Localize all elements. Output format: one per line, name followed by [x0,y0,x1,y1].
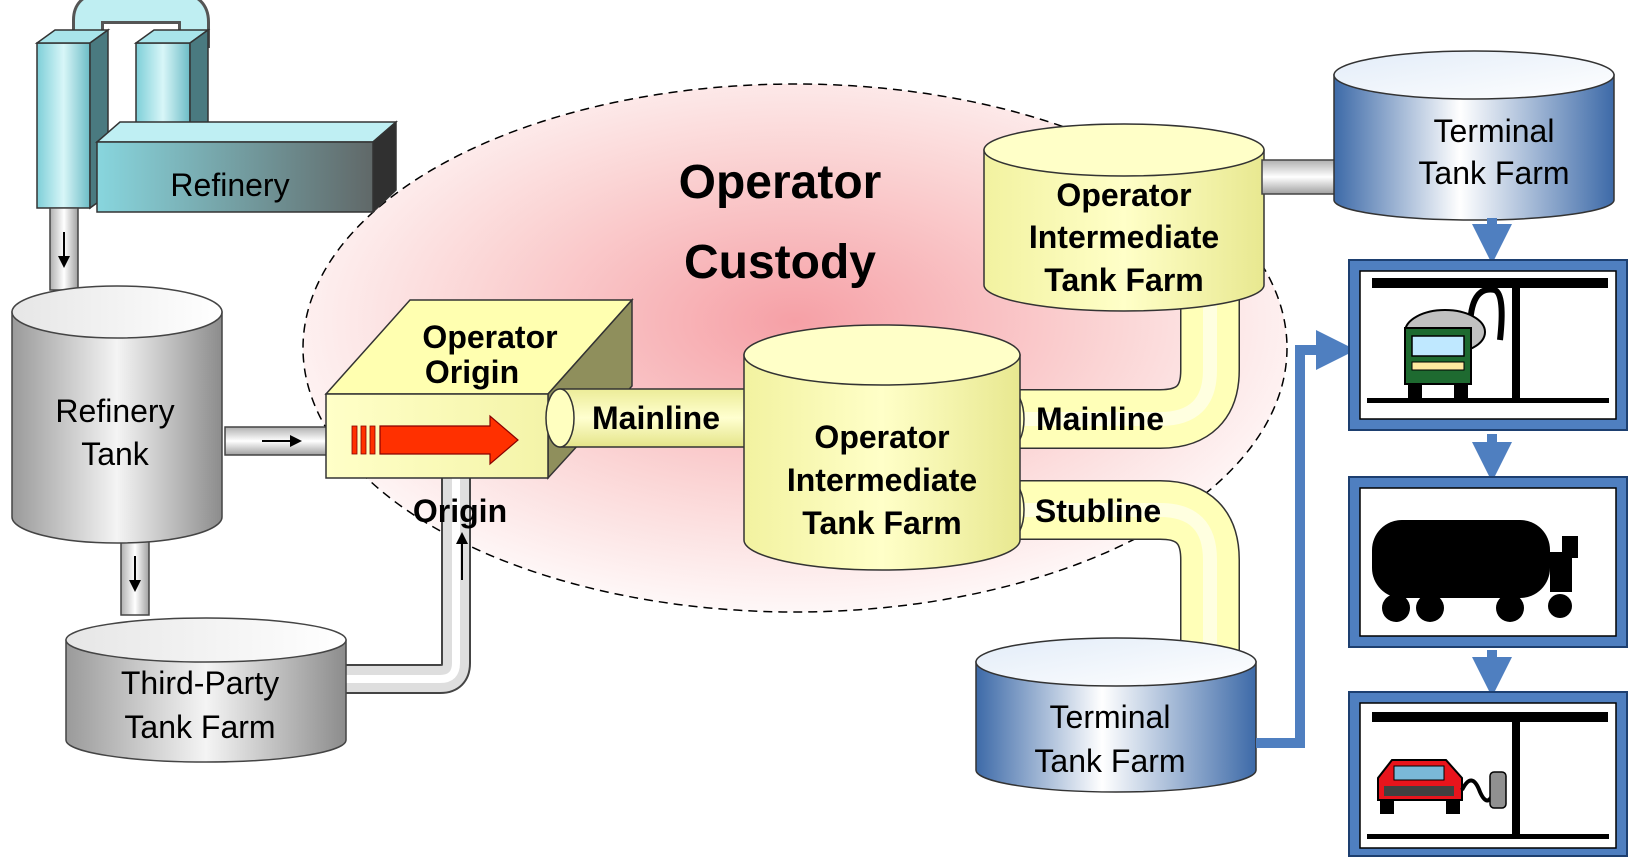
tanker-truck-icon [1348,476,1628,648]
mainline-1-label: Mainline [592,400,720,436]
flow-arrow-down-icon [58,232,70,268]
custody-title-line2: Custody [684,236,876,289]
terminal-lower-line2: Tank Farm [1034,743,1185,779]
terminal-tank-lower [975,637,1257,793]
operator-origin-line1: Operator [422,319,557,355]
terminal-upper-line2: Tank Farm [1418,155,1569,191]
third-party-tank-line1: Third-Party [121,665,279,701]
car-fueling-icon [1348,691,1628,857]
refinery-tank-line1: Refinery [55,393,174,429]
origin-flow-arrow-icon [351,414,519,466]
stubline-label: Stubline [1035,493,1161,529]
third-party-tank-farm [65,617,347,763]
terminal-tank-upper [1333,50,1615,221]
refinery-icon [34,0,399,214]
refinery-label: Refinery [170,167,289,203]
operator-intermediate-tank-upper [983,123,1265,312]
terminal-upper-line1: Terminal [1434,113,1555,149]
flow-arrow-down-icon [129,556,141,592]
flow-arrow-right-icon [262,435,302,447]
origin-caption: Origin [413,493,507,529]
upper-tank-line2: Intermediate [1029,219,1219,255]
center-tank-line2: Intermediate [787,462,977,498]
center-tank-line3: Tank Farm [802,505,961,541]
fuel-truck-loading-icon [1348,259,1628,431]
operator-intermediate-tank-center [743,324,1021,571]
flow-arrow-up-icon [456,532,468,580]
upper-tank-line3: Tank Farm [1044,262,1203,298]
custody-title-line1: Operator [679,156,882,209]
terminal-to-loading-flow-arrow [1256,330,1356,748]
refinery-tank [11,285,223,544]
center-tank-line1: Operator [814,419,949,455]
mainline-2-label: Mainline [1036,401,1164,437]
operator-origin-line2: Origin [425,354,519,390]
upper-tank-line1: Operator [1056,177,1191,213]
refinery-tank-line2: Tank [81,436,150,472]
third-party-tank-line2: Tank Farm [124,709,275,745]
terminal-lower-line1: Terminal [1050,699,1171,735]
